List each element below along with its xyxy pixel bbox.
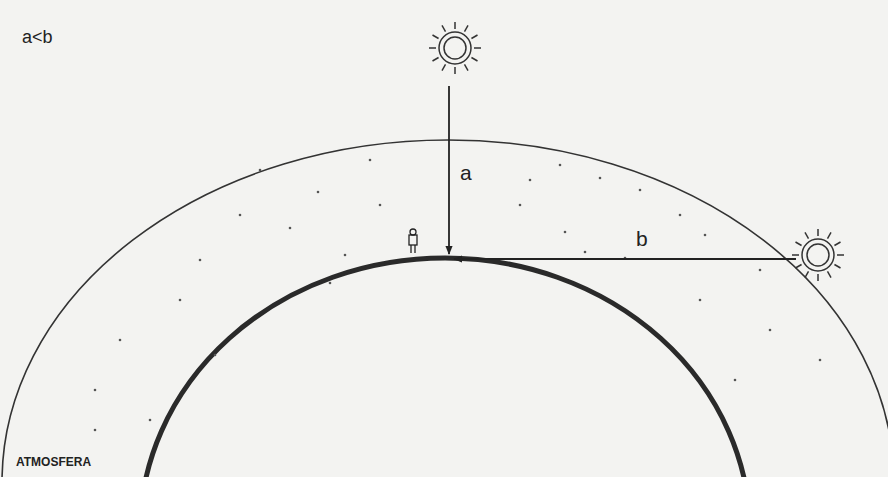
earth-arc: [140, 258, 750, 477]
particle-dot: [119, 339, 122, 342]
ray-label: a: [460, 162, 472, 183]
atmosphere-arc: [2, 140, 888, 477]
particle-dot: [199, 259, 202, 262]
particle-dot: [94, 429, 97, 432]
particle-dot: [289, 227, 292, 230]
particle-dot: [94, 389, 97, 392]
particle-dot: [584, 251, 587, 254]
particle-dot: [214, 354, 217, 357]
sun-symbol: [429, 22, 481, 74]
particle-dot: [179, 299, 182, 302]
particle-dot: [599, 177, 602, 180]
particle-dot: [769, 329, 772, 332]
particle-dot: [529, 179, 532, 182]
particle-dot: [317, 191, 320, 194]
particle-dot: [239, 214, 242, 217]
particle-dot: [379, 204, 382, 207]
particle-dot: [564, 231, 567, 234]
particle-dot: [819, 359, 822, 362]
ray-arrow: [448, 86, 450, 254]
particle-dot: [559, 164, 562, 167]
particle-dot: [704, 234, 707, 237]
particle-dot: [519, 204, 522, 207]
particle-dot: [259, 169, 262, 172]
particle-dot: [759, 269, 762, 272]
particle-dot: [369, 159, 372, 162]
particle-dot: [344, 254, 347, 257]
sun-symbol: [792, 229, 844, 281]
ray-arrow: [454, 258, 796, 260]
particle-dot: [639, 189, 642, 192]
particle-dot: [679, 214, 682, 217]
region-label: ATMOSFERA: [16, 456, 91, 468]
particle-dot: [329, 282, 332, 285]
particle-dot: [149, 419, 152, 422]
person-figure: [409, 229, 417, 253]
particle-dot: [699, 299, 702, 302]
particle-dot: [734, 379, 737, 382]
particle-dots: [94, 159, 822, 432]
relation-note: a<b: [22, 28, 53, 46]
ray-label: b: [636, 228, 648, 249]
